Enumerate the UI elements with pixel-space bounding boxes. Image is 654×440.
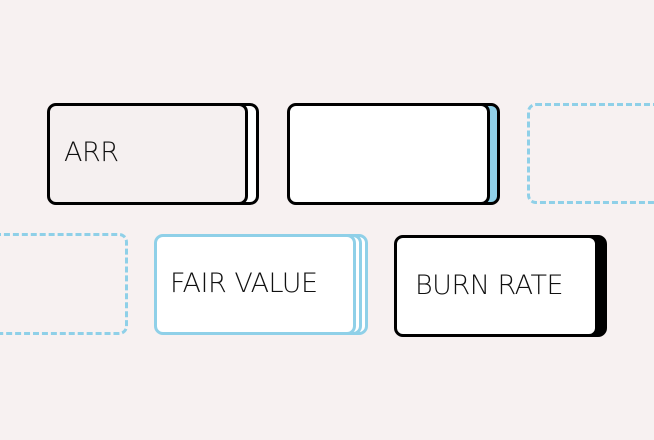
card-label: ARR [64,137,119,168]
dashed-placeholder-left [0,233,128,335]
card-front [287,103,490,205]
card-front [394,235,598,337]
card-label: BURN RATE [415,270,564,301]
card-front [47,103,248,205]
card-front [154,234,356,335]
dashed-placeholder-right [527,103,654,204]
card-label: FAIR VALUE [170,268,318,299]
